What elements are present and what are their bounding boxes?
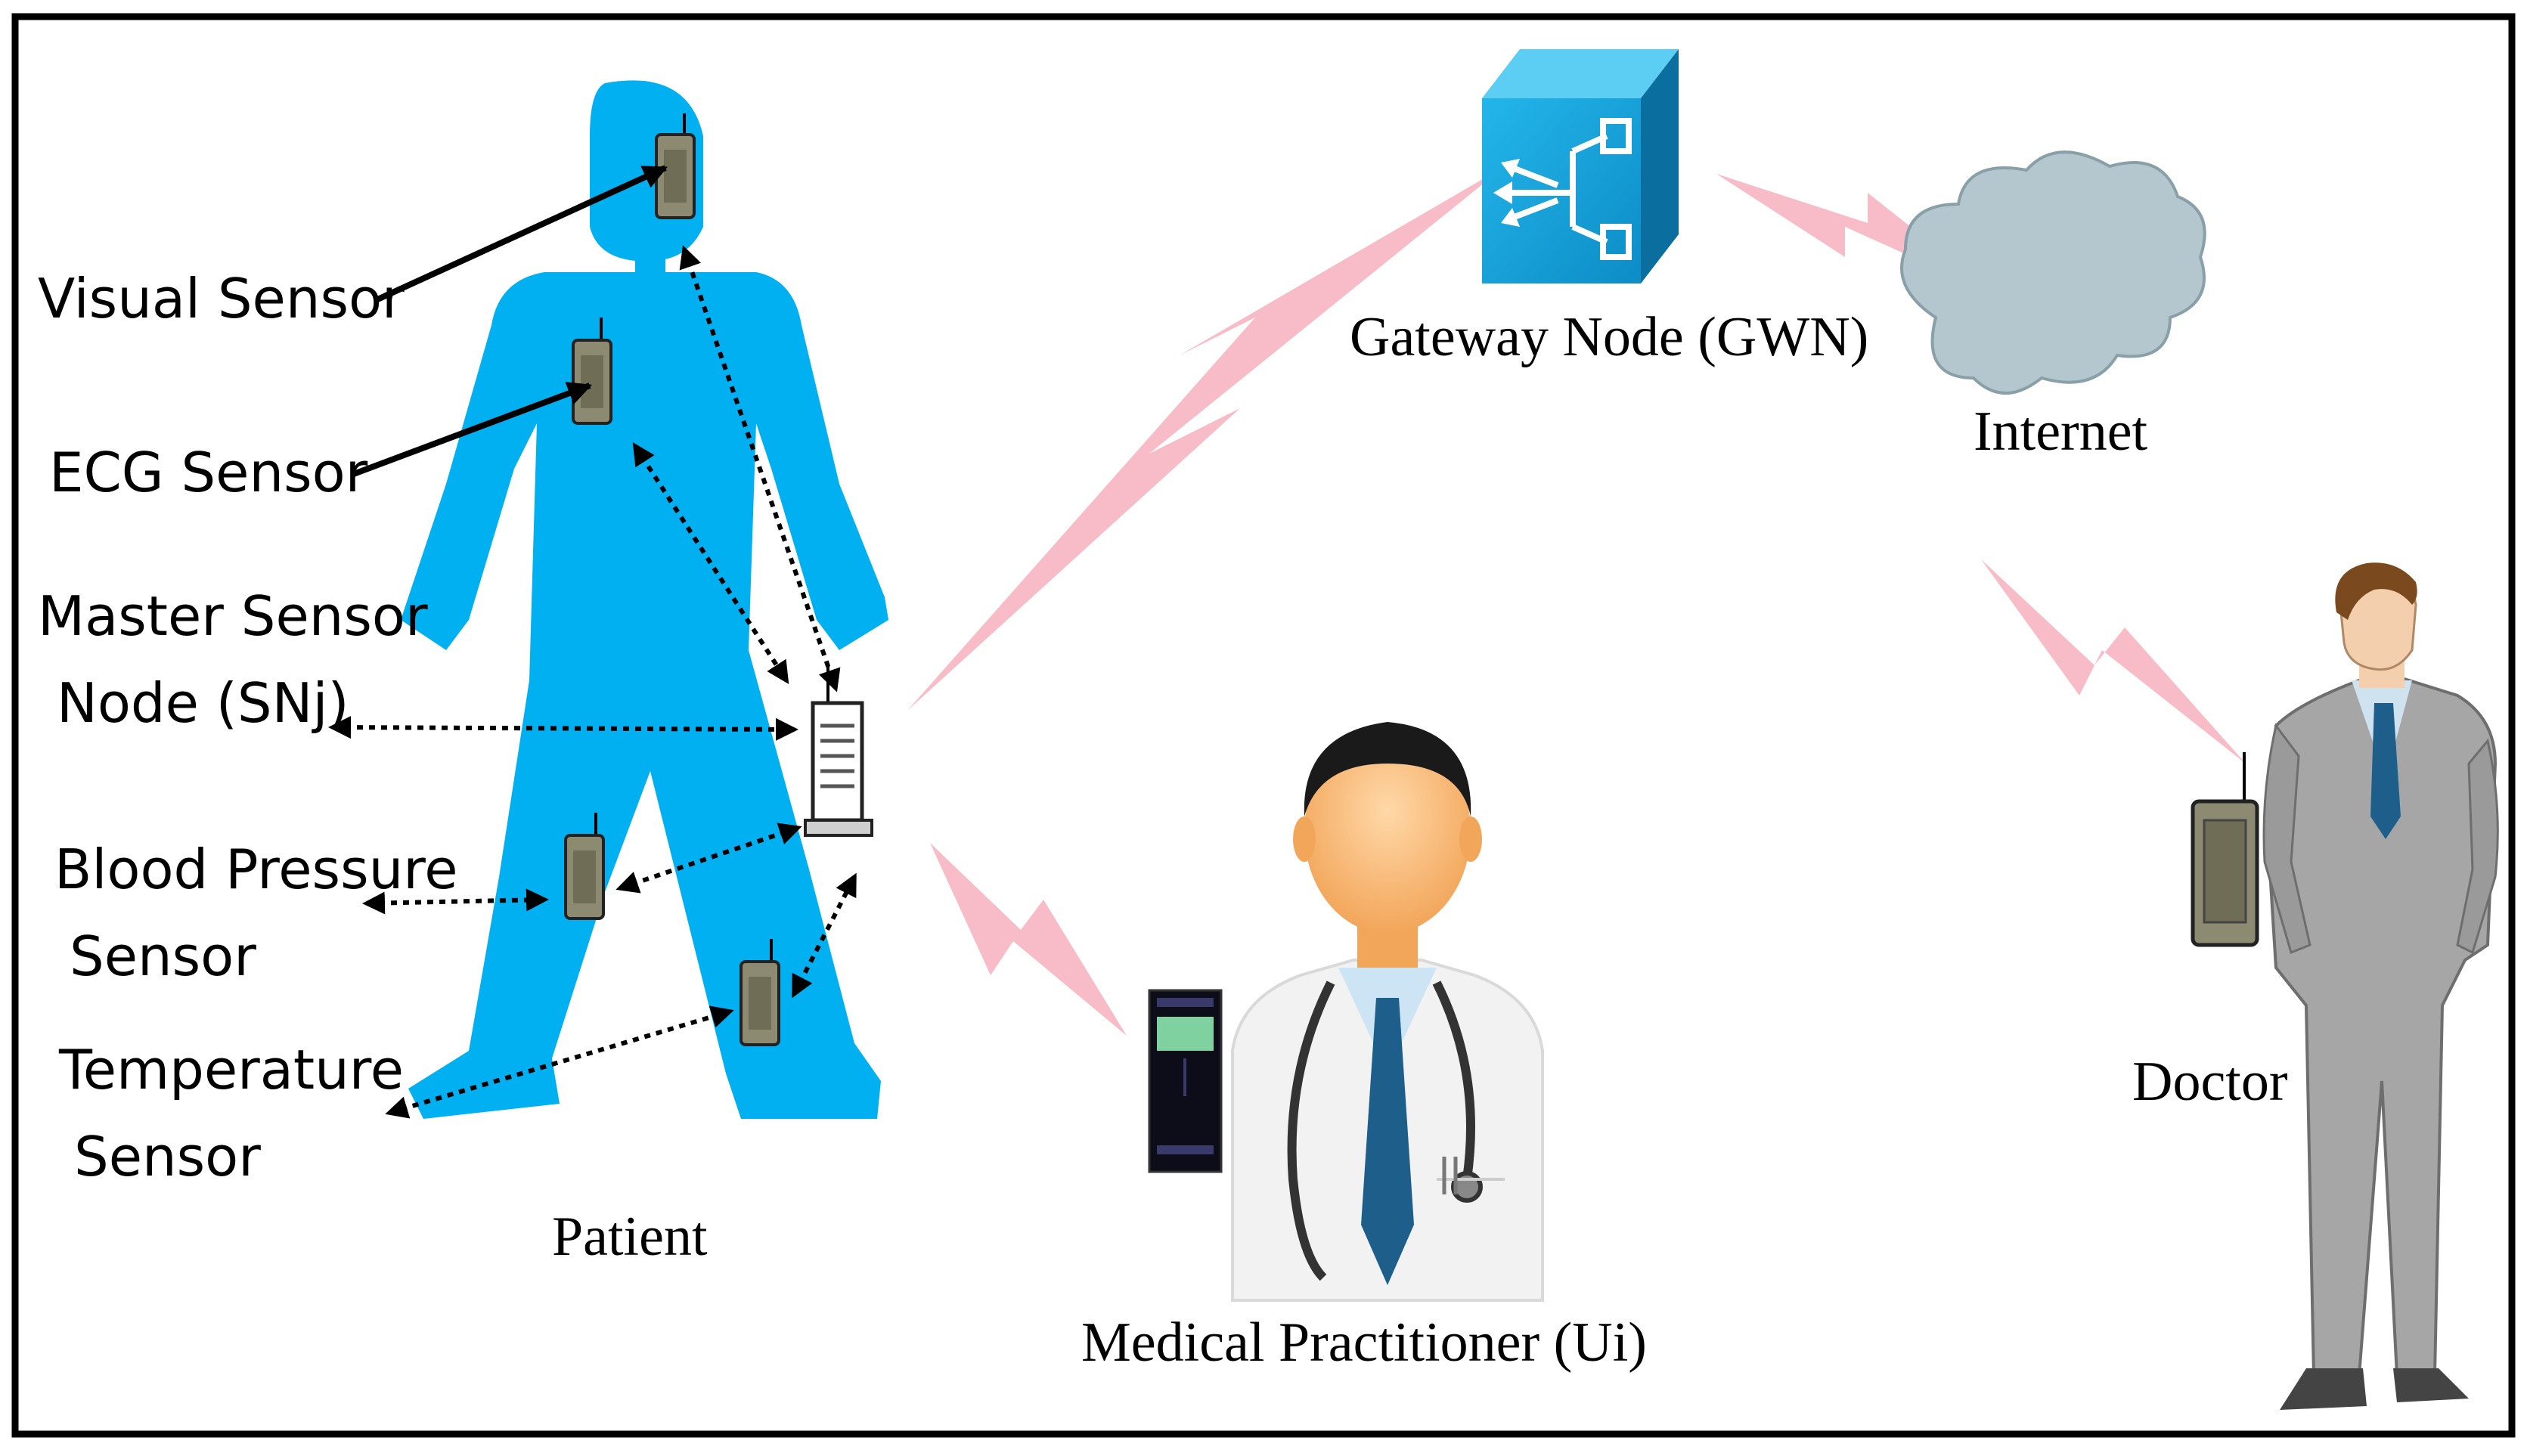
wireless-links xyxy=(907,166,2246,1036)
doctor-device xyxy=(2191,752,2259,947)
medical-practitioner-label: Medical Practitioner (Ui) xyxy=(1081,1312,1647,1374)
patient-label: Patient xyxy=(552,1206,708,1268)
blood-pressure-label-line2: Sensor xyxy=(70,925,256,988)
temperature-label-line1: Temperature xyxy=(58,1038,404,1101)
link-gateway-internet xyxy=(1716,174,1996,295)
sensor-label-arrows xyxy=(350,165,668,478)
visual-sensor-label: Visual Sensor xyxy=(38,267,405,330)
sensor-link-dotted-arrows xyxy=(328,245,857,1119)
medical-practitioner-figure xyxy=(1231,722,1544,1302)
gateway-label: Gateway Node (GWN) xyxy=(1350,306,1868,368)
visual-sensor-device xyxy=(655,113,696,219)
link-patient-gateway xyxy=(907,166,1505,711)
doctor-figure xyxy=(2262,562,2499,1410)
ecg-sensor-device xyxy=(572,318,612,425)
practitioner-device xyxy=(1148,989,1223,1173)
internet-label: Internet xyxy=(1974,401,2148,463)
temperature-label-line2: Sensor xyxy=(74,1125,261,1188)
master-sensor-node-device xyxy=(804,665,873,837)
master-sensor-label-line1: Master Sensor xyxy=(38,584,428,648)
doctor-label: Doctor xyxy=(2132,1051,2288,1113)
blood-pressure-sensor-device xyxy=(564,813,605,920)
patient-figure xyxy=(401,80,888,1119)
temperature-sensor-device xyxy=(739,939,780,1046)
link-internet-doctor xyxy=(1981,559,2246,764)
gateway-node-icon xyxy=(1482,49,1679,283)
ecg-sensor-label: ECG Sensor xyxy=(49,441,368,504)
internet-cloud xyxy=(1900,150,2206,395)
master-sensor-label-line2: Node (SNj) xyxy=(57,671,349,735)
diagram-frame xyxy=(11,13,2516,1438)
link-patient-practitioner xyxy=(930,843,1127,1036)
blood-pressure-label-line1: Blood Pressure xyxy=(54,838,458,901)
